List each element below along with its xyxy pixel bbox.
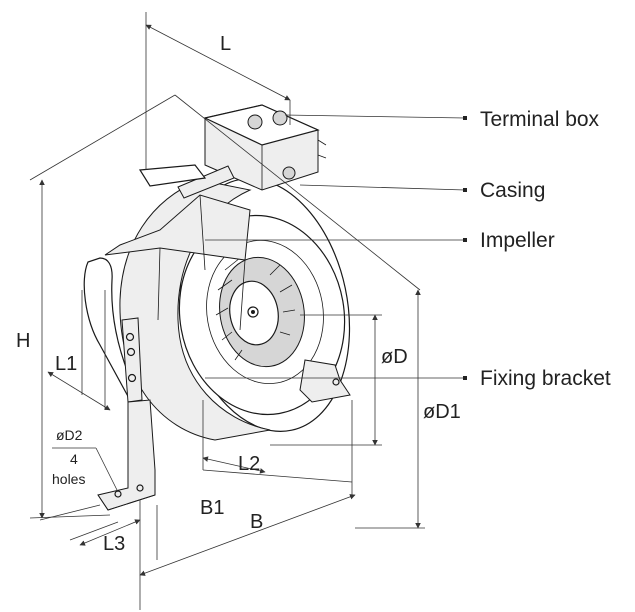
dimension-labels: L H L1 øD øD1 L2 B1 B L3 øD2 4 holes <box>16 33 461 555</box>
dim-label-D: øD <box>381 346 408 368</box>
label-impeller: Impeller <box>480 229 555 252</box>
dimension-lines <box>29 12 425 610</box>
right-foot <box>299 359 351 403</box>
dim-label-B: B <box>250 511 263 533</box>
terminal-box <box>138 104 327 199</box>
left-flange <box>83 257 141 401</box>
label-casing: Casing <box>480 179 545 202</box>
dim-label-B1: B1 <box>200 497 224 519</box>
cable-entry <box>177 165 235 199</box>
hub-bolt <box>247 306 259 318</box>
fan-body <box>83 178 351 441</box>
dim-label-D2: øD2 <box>56 427 83 443</box>
callout-labels: Terminal box Casing Impeller Fixing brac… <box>480 108 611 390</box>
dim-label-L1: L1 <box>55 353 77 375</box>
foot-hole-2 <box>136 484 144 492</box>
foot-hole-1 <box>114 490 122 498</box>
fixing-brackets <box>97 359 351 511</box>
top-bracket <box>138 164 207 187</box>
dim-label-H: H <box>16 330 30 352</box>
dim-label-L2: L2 <box>238 453 260 475</box>
callout-leaders <box>205 114 467 380</box>
label-fixing-bracket: Fixing bracket <box>480 367 611 390</box>
dim-label-L: L <box>220 33 231 55</box>
dim-label-L3: L3 <box>103 533 125 555</box>
dim-label-D1: øD1 <box>423 401 461 423</box>
inlet-ring-inner <box>206 239 324 385</box>
cable-gland-2 <box>272 110 288 126</box>
dim-label-D2-count: 4 <box>70 451 78 467</box>
label-terminal-box: Terminal box <box>480 108 600 131</box>
cable-gland-1 <box>247 114 263 130</box>
dim-label-D2-holes: holes <box>52 471 85 487</box>
casing-cutaway <box>104 194 251 261</box>
impeller-blades <box>215 257 296 361</box>
foot-hole-3 <box>332 378 340 386</box>
side-gland <box>282 166 296 180</box>
left-foot <box>97 399 156 511</box>
